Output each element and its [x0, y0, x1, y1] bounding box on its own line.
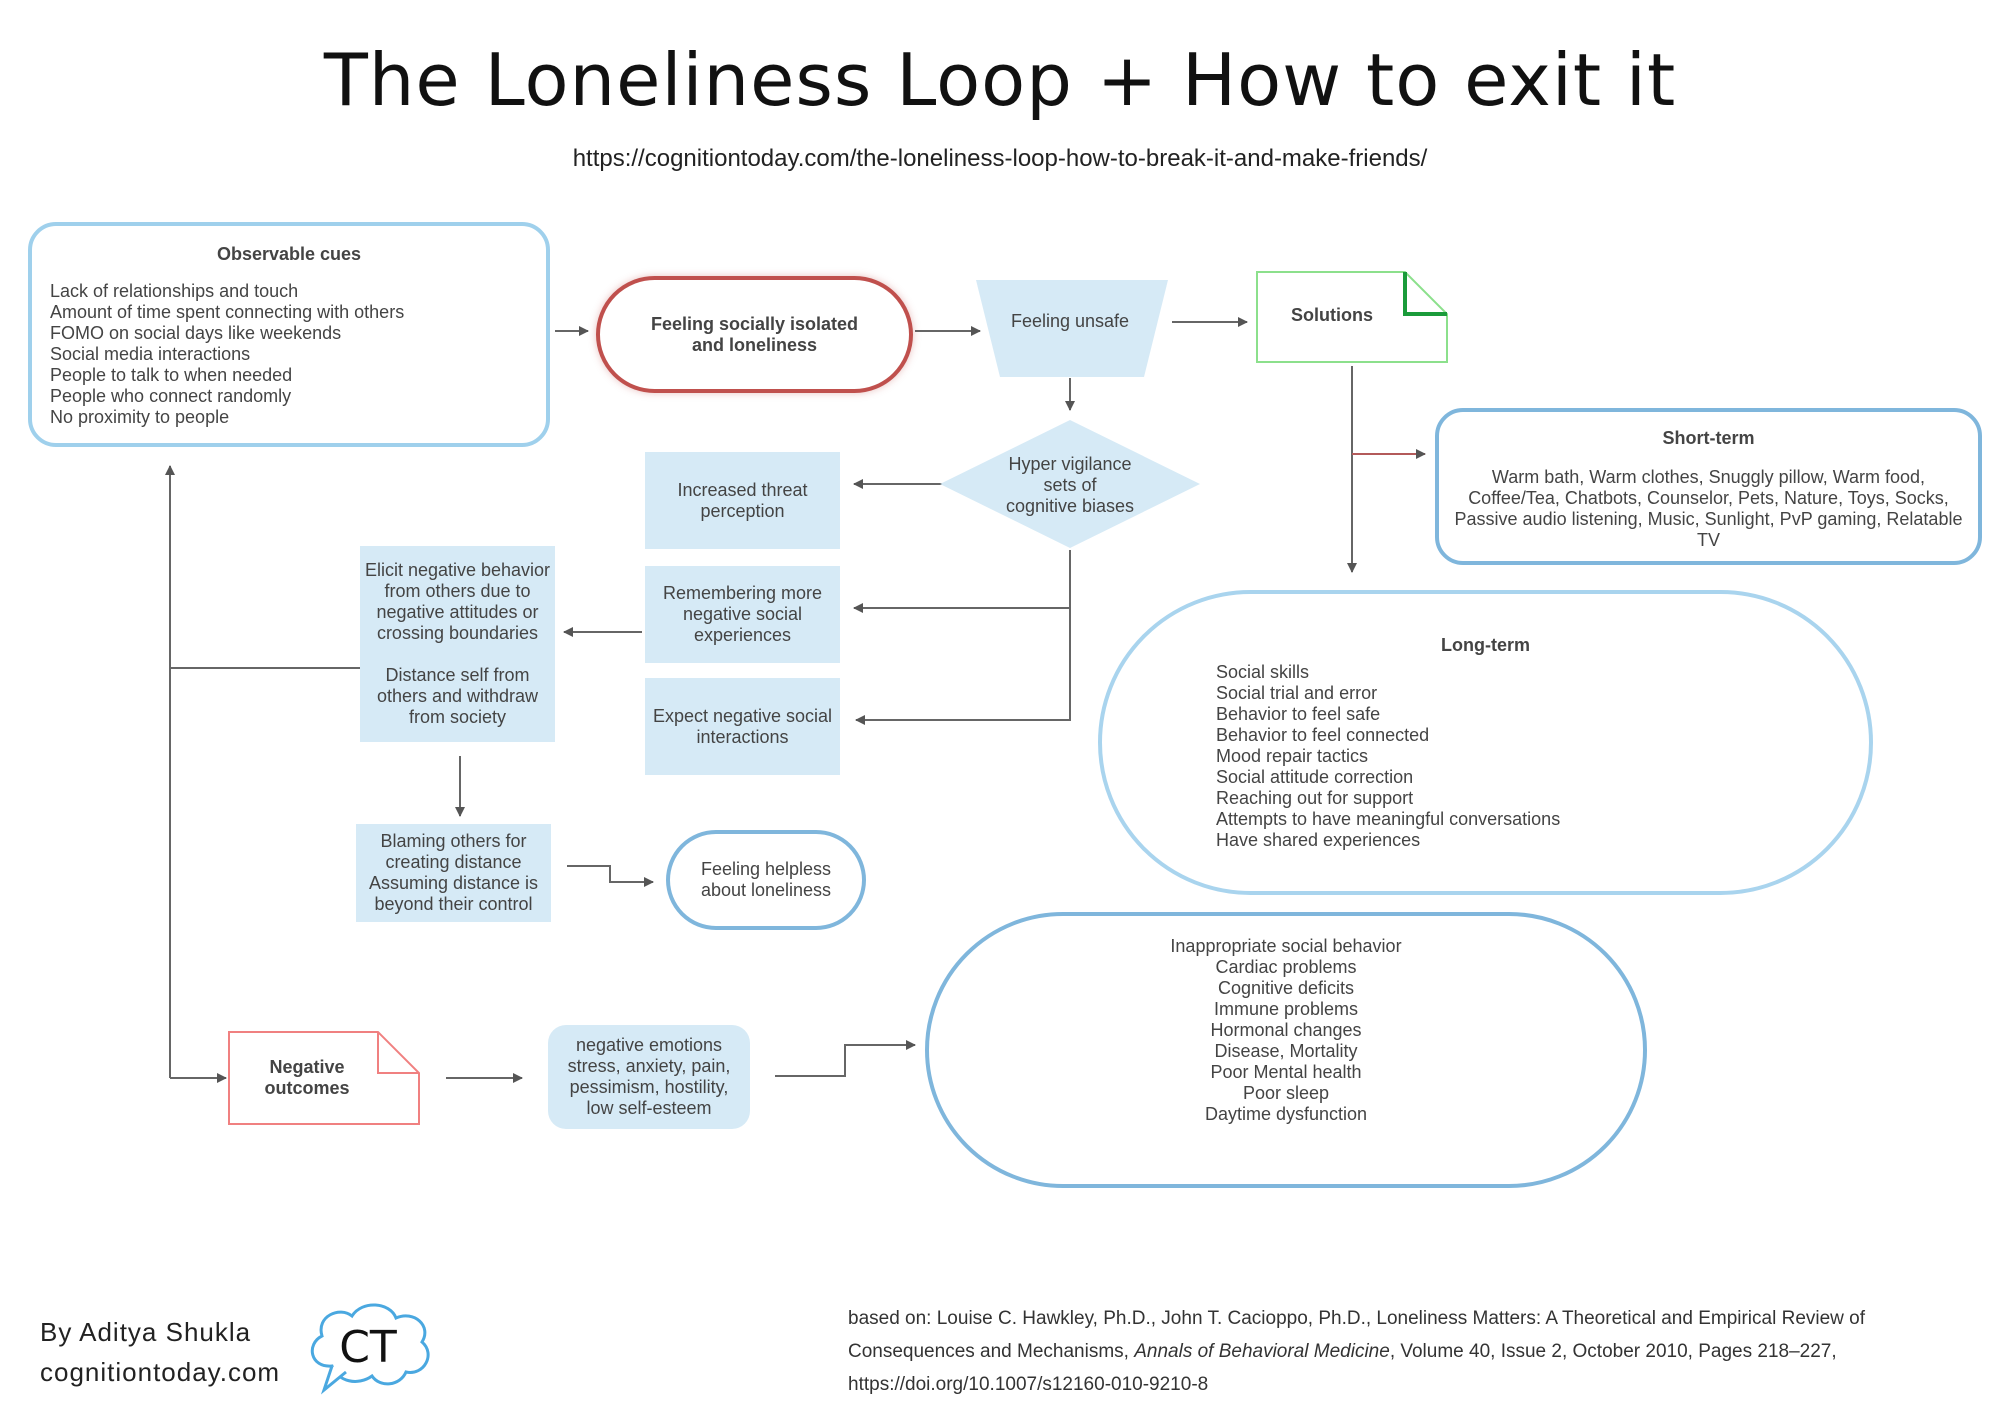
ct-logo: CT [310, 1303, 430, 1395]
reference-journal: Annals of Behavioral Medicine [1134, 1341, 1390, 1362]
reference-citation: based on: Louise C. Hawkley, Ph.D., John… [848, 1302, 1978, 1401]
observable-cues-box: Observable cues Lack of relationships an… [28, 222, 550, 447]
feeling-unsafe-label: Feeling unsafe [1010, 310, 1130, 331]
negative-outcomes-label: Negative outcomes [264, 1057, 350, 1098]
elicit-negative-box: Elicit negative behavior from others due… [360, 546, 555, 742]
solutions-shape [1256, 271, 1448, 363]
reference-line-2: Consequences and Mechanisms, Annals of B… [848, 1335, 1978, 1368]
ct-logo-text: CT [339, 1322, 397, 1373]
author-credit: By Aditya Shukla cognitiontoday.com [40, 1312, 280, 1392]
reference-doi[interactable]: https://doi.org/10.1007/s12160-010-9210-… [848, 1374, 1209, 1395]
arrow-hypervigilance-to-remembering [853, 550, 1071, 613]
hypervigilance-label: Hyper vigilance sets of cognitive biases [1005, 453, 1135, 516]
reference-line-2a: Consequences and Mechanisms, [848, 1341, 1135, 1362]
reference-line-1: based on: Louise C. Hawkley, Ph.D., John… [848, 1308, 1866, 1329]
reference-line-2b: , Volume 40, Issue 2, October 2010, Page… [1389, 1341, 1837, 1362]
short-term-box: Short-term Warm bath, Warm clothes, Snug… [1435, 408, 1982, 565]
negative-outcomes-shape [228, 1031, 420, 1125]
page-title: The Loneliness Loop + How to exit it [323, 38, 1677, 122]
source-url[interactable]: https://cognitiontoday.com/the-lonelines… [572, 145, 1428, 172]
observable-cues-heading: Observable cues [216, 244, 362, 264]
author-name: By Aditya Shukla [40, 1317, 252, 1347]
feeling-helpless-box: Feeling helpless about loneliness [666, 830, 866, 930]
feeling-unsafe-shape [976, 280, 1168, 377]
blaming-others-box: Blaming others for creating distance Ass… [356, 824, 551, 922]
long-term-list: Social skills Social trial and error Beh… [1216, 661, 1561, 850]
hypervigilance-shape [940, 420, 1200, 548]
author-site[interactable]: cognitiontoday.com [40, 1357, 281, 1387]
observable-cues-list: Lack of relationships and touch Amount o… [50, 281, 405, 427]
negative-emotions-box: negative emotions stress, anxiety, pain,… [548, 1025, 750, 1129]
remembering-negative-box: Remembering more negative social experie… [645, 566, 840, 663]
health-outcomes-box: Inappropriate social behavior Cardiac pr… [925, 912, 1647, 1188]
increased-threat-box: Increased threat perception [645, 452, 840, 549]
feeling-isolated-box: Feeling socially isolated and loneliness [596, 276, 913, 393]
short-term-heading: Short-term [1662, 428, 1755, 448]
arrow-blaming-to-helpless [567, 865, 654, 887]
long-term-box: Long-term Social skills Social trial and… [1098, 590, 1873, 895]
short-term-text: Warm bath, Warm clothes, Snuggly pillow,… [1454, 467, 1963, 550]
solutions-label: Solutions [1291, 304, 1373, 325]
long-term-heading: Long-term [1441, 634, 1530, 655]
arrow-emotions-to-health [775, 1040, 916, 1077]
arrow-hypervigilance-to-expect [855, 608, 1071, 725]
expect-negative-box: Expect negative social interactions [645, 678, 840, 775]
